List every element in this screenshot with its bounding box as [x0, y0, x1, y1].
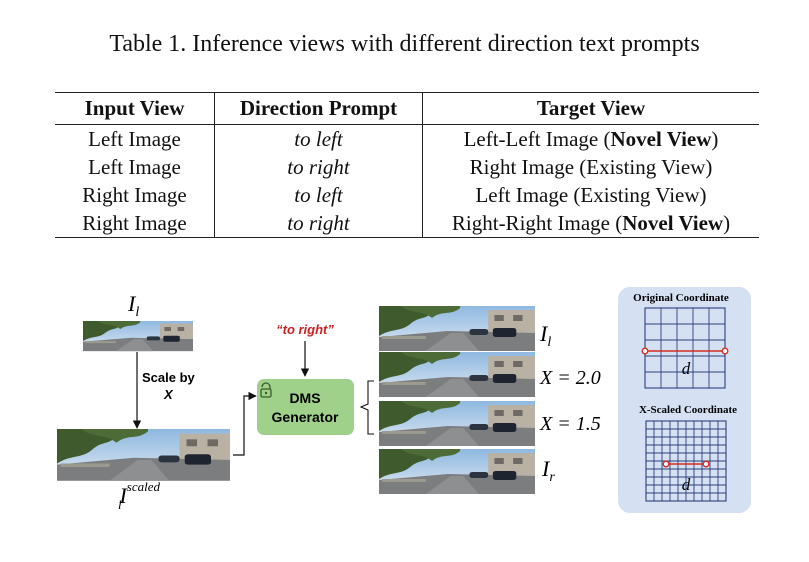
output-label-il: Il [539, 321, 551, 350]
output-image-x2 [379, 352, 535, 397]
header-direction-prompt: Direction Prompt [214, 92, 423, 125]
table-row: Left Image to right Right Image (Existin… [55, 153, 759, 181]
scale-factor-label: X [163, 387, 174, 402]
lock-icon [260, 382, 272, 398]
cell-input: Left Image [55, 153, 215, 181]
input-image-label: Il [127, 291, 139, 320]
cell-prompt: to right [214, 153, 423, 181]
cell-target: Right-Right Image (Novel View) [451, 211, 731, 235]
input-image [83, 321, 193, 352]
original-point-right [721, 347, 729, 355]
scaled-d-label: d [682, 475, 691, 494]
scaled-grid [645, 420, 727, 502]
original-d-label: d [682, 359, 691, 378]
direction-prompt-text: “to right” [276, 322, 334, 337]
inference-views-table: Input View Direction Prompt Target View … [55, 92, 759, 238]
scale-by-label: Scale by [142, 370, 196, 385]
output-bracket [359, 380, 374, 435]
scaled-point-right [702, 460, 710, 468]
table-row: Left Image to left Left-Left Image (Nove… [55, 124, 759, 153]
cell-target: Right Image (Existing View) [469, 155, 713, 179]
generator-title-line2: Generator [272, 409, 339, 425]
original-grid [644, 307, 726, 389]
cell-target: Left Image (Existing View) [475, 183, 707, 207]
header-input-view: Input View [55, 92, 215, 125]
output-image-left [379, 306, 535, 351]
cell-prompt: to left [214, 124, 423, 153]
scaled-coordinate-title: X-Scaled Coordinate [639, 404, 737, 416]
original-point-left [641, 347, 649, 355]
table-row: Right Image to left Left Image (Existing… [55, 181, 759, 209]
scaled-point-left [662, 460, 670, 468]
output-image-right [379, 449, 535, 494]
scaled-to-generator-arrow [233, 391, 257, 456]
original-coordinate-title: Original Coordinate [633, 292, 729, 304]
table-header-row: Input View Direction Prompt Target View [55, 92, 759, 125]
cell-input: Left Image [55, 124, 215, 153]
cell-target: Left-Left Image (Novel View) [463, 127, 719, 151]
output-label-ir: Ir [541, 456, 555, 485]
table-row: Right Image to right Right-Right Image (… [55, 209, 759, 238]
cell-input: Right Image [55, 181, 215, 209]
cell-input: Right Image [55, 209, 215, 238]
cell-prompt: to left [214, 181, 423, 209]
generator-title-line1: DMS [289, 390, 320, 406]
table-caption: Table 1. Inference views with different … [109, 31, 700, 57]
output-label-x15: X = 1.5 [539, 413, 601, 435]
output-label-x2: X = 2.0 [539, 367, 601, 389]
cell-prompt: to right [214, 209, 423, 238]
dms-generator-box [257, 379, 354, 435]
scaled-image [57, 429, 232, 481]
output-image-x15 [379, 401, 535, 446]
header-target-view: Target View [536, 96, 646, 120]
